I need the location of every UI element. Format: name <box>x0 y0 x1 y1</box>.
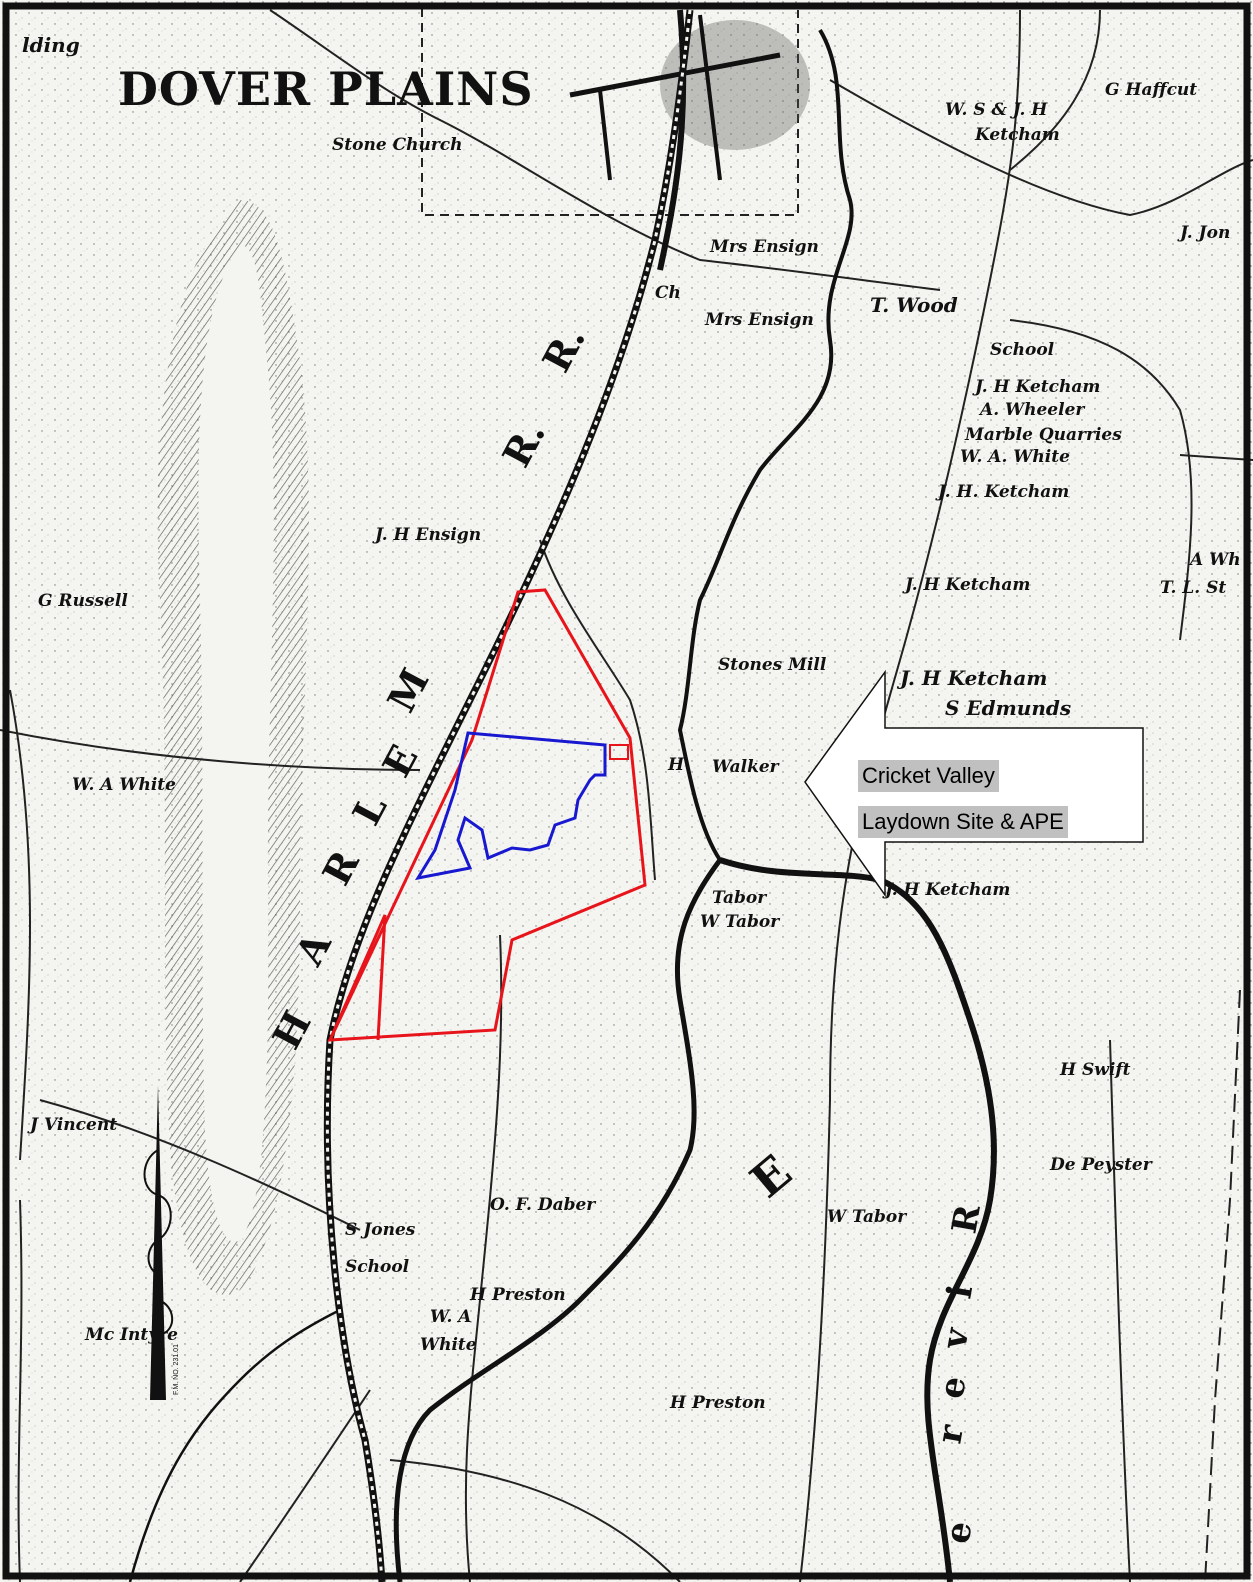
callout-line-2: Laydown Site & APE <box>858 806 1068 838</box>
label-stone-church: Stone Church <box>332 135 462 155</box>
label-j-jon: J. Jon <box>1177 223 1230 243</box>
harlem-railroad <box>323 9 694 1582</box>
label-school-2: School <box>345 1257 410 1277</box>
label-jh-ketcham-2: J. H. Ketcham <box>935 482 1069 502</box>
label-tl-st: T. L. St <box>1160 578 1226 598</box>
label-marble-quarries: Marble Quarries <box>964 425 1122 445</box>
label-tabor: Tabor <box>712 888 767 908</box>
ape-boundary <box>414 731 607 881</box>
corner-fragment: lding <box>22 33 80 57</box>
label-stones-mill: Stones Mill <box>718 655 827 675</box>
label-j-vincent: J Vincent <box>27 1115 117 1135</box>
roads <box>0 9 1253 1582</box>
label-s-edmunds: S Edmunds <box>945 696 1071 720</box>
label-jh-ensign: J. H Ensign <box>372 525 481 545</box>
label-of-daber: O. F. Daber <box>490 1195 596 1215</box>
label-g-haffcut: G Haffcut <box>1105 80 1197 100</box>
label-ketcham-top: Ketcham <box>974 125 1060 145</box>
label-a-wh: A Wh <box>1188 550 1241 570</box>
label-s-jones: S Jones <box>345 1220 416 1240</box>
map-title: DOVER PLAINS <box>118 62 534 116</box>
label-jh-ketcham-3: J. H Ketcham <box>902 575 1030 595</box>
label-g-russell: G Russell <box>38 591 128 611</box>
label-de-peyster: De Peyster <box>1049 1155 1153 1175</box>
label-wa-white-2: W. A White <box>72 775 176 795</box>
laydown-site-boundary <box>327 588 647 1042</box>
label-wa: W. A <box>430 1307 471 1327</box>
label-w-tabor-1: W Tabor <box>700 912 780 932</box>
label-wa-white-1: W. A. White <box>960 447 1070 467</box>
label-mrs-ensign-2: Mrs Ensign <box>704 310 814 330</box>
label-a-wheeler: A. Wheeler <box>978 400 1085 420</box>
label-h: H <box>667 755 685 775</box>
label-t-wood: T. Wood <box>870 293 958 317</box>
label-jh-ketcham-4: J. H Ketcham <box>896 666 1047 690</box>
label-school-1: School <box>990 340 1055 360</box>
label-mrs-ensign-1: Mrs Ensign <box>709 237 819 257</box>
place-labels: Stone Church G Haffcut W. S & J. H Ketch… <box>27 80 1241 1413</box>
label-ch: Ch <box>655 283 681 303</box>
label-white: White <box>420 1335 477 1355</box>
label-h-swift: H Swift <box>1059 1060 1131 1080</box>
village-boundary <box>421 8 810 216</box>
label-ws-jh: W. S & J. H <box>945 100 1048 120</box>
label-h-preston-1: H Preston <box>469 1285 566 1305</box>
label-walker: Walker <box>712 757 780 777</box>
mountain-ridge <box>157 200 309 1295</box>
label-h-preston-2: H Preston <box>669 1393 766 1413</box>
label-w-tabor-2: W Tabor <box>827 1207 907 1227</box>
north-arrow-tag: F.M. NO. 231.01 <box>173 1344 180 1395</box>
county-line <box>1204 989 1241 1582</box>
north-arrow-icon: F.M. NO. 231.01 <box>143 1085 180 1400</box>
callout-line-1: Cricket Valley <box>858 760 999 792</box>
label-jh-ketcham-1: J. H Ketcham <box>972 377 1100 397</box>
label-jh-ketcham-5: J. H Ketcham <box>882 880 1010 900</box>
